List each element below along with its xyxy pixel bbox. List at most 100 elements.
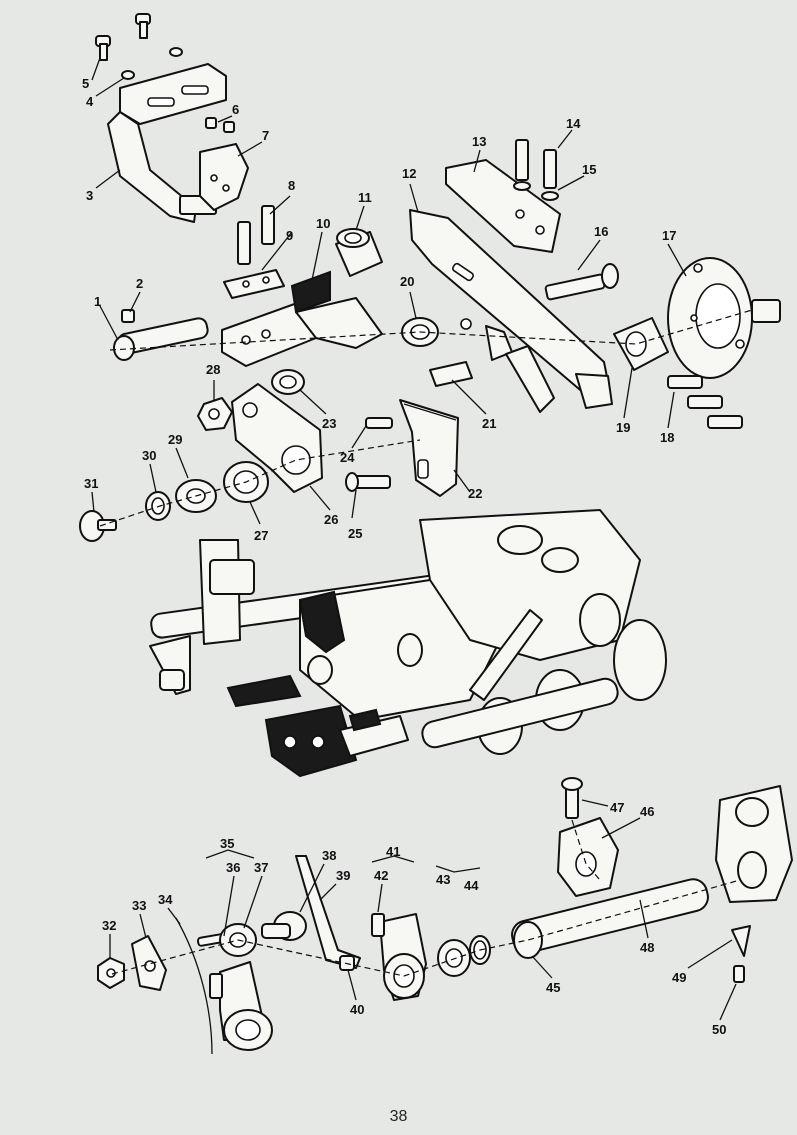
callout-39: 39 (336, 868, 350, 883)
callout-1: 1 (94, 294, 101, 309)
callout-40: 40 (350, 1002, 364, 1017)
part-6-screws (205, 117, 235, 133)
part-15-washers (513, 181, 559, 201)
callout-25: 25 (348, 526, 362, 541)
callout-38: 38 (322, 848, 336, 863)
callout-49: 49 (672, 970, 686, 985)
page-number: 38 (389, 1108, 408, 1125)
part-21-rack (429, 361, 473, 387)
assembly-line-upper-2 (99, 439, 421, 527)
callout-10: 10 (316, 216, 330, 231)
leader-lines (91, 57, 737, 1021)
part-41-clamp (379, 913, 427, 1001)
part-34-spring-strip (175, 917, 213, 1055)
callout-48: 48 (640, 940, 654, 955)
part-5-screws (95, 13, 151, 61)
part-3-bracket (107, 63, 227, 223)
callout-23: 23 (322, 416, 336, 431)
part-28-nut (197, 397, 233, 431)
callout-7: 7 (262, 128, 269, 143)
part-9-plate (223, 269, 285, 299)
callout-42: 42 (374, 868, 388, 883)
callout-46: 46 (640, 804, 654, 819)
part-32-nut (97, 957, 125, 989)
right-housing (715, 785, 793, 903)
part-24-screw (365, 417, 393, 429)
callout-21: 21 (482, 416, 496, 431)
assembly-line-upper-1 (109, 309, 753, 351)
callout-15: 15 (582, 162, 596, 177)
callout-33: 33 (132, 898, 146, 913)
callout-12: 12 (402, 166, 416, 181)
callout-2: 2 (136, 276, 143, 291)
callout-28: 28 (206, 362, 220, 377)
part-31-screw (79, 510, 117, 542)
part-33-plate (131, 935, 167, 991)
assembly-line-lower-2 (571, 819, 601, 881)
part-1-shaft (113, 317, 209, 361)
part-16-screw (544, 263, 619, 301)
part-45-48-shaft (511, 878, 709, 959)
part-30-ring (145, 491, 171, 521)
callout-31: 31 (84, 476, 98, 491)
part-42-screw (371, 913, 385, 937)
callout-20: 20 (400, 274, 414, 289)
part-47-screw (561, 777, 583, 819)
callout-11: 11 (358, 190, 372, 205)
callout-36: 36 (226, 860, 240, 875)
callout-29: 29 (168, 432, 182, 447)
assembly-line-lower (111, 879, 741, 977)
part-19-collar-block (613, 317, 669, 371)
part-2-setscrew (121, 309, 135, 323)
callout-43: 43 (436, 872, 450, 887)
part-8-screws (237, 205, 275, 265)
assembled-mechanism (149, 509, 667, 778)
part-49-wedge (731, 925, 751, 957)
callout-30: 30 (142, 448, 156, 463)
callout-32: 32 (102, 918, 116, 933)
callout-19: 19 (616, 420, 630, 435)
callout-labels: 1 2 3 4 5 6 7 8 9 10 11 12 13 14 15 16 1… (82, 76, 726, 1037)
part-11-bushing (335, 228, 383, 277)
callout-13: 13 (472, 134, 486, 149)
callout-37: 37 (254, 860, 268, 875)
part-7-plate (199, 143, 249, 211)
callout-4: 4 (86, 94, 94, 109)
part-14-screws (515, 139, 557, 189)
callout-18: 18 (660, 430, 674, 445)
part-39-lever (295, 855, 361, 969)
part-25-screw (345, 472, 391, 492)
callout-3: 3 (86, 188, 93, 203)
callout-26: 26 (324, 512, 338, 527)
part-18-screws (667, 375, 743, 429)
part-22-feed-dog (399, 399, 459, 497)
callout-50: 50 (712, 1022, 726, 1037)
callout-47: 47 (610, 800, 624, 815)
callout-35: 35 (220, 836, 234, 851)
part-12-link-bar (409, 209, 613, 413)
part-4-washers (121, 47, 183, 80)
callout-24: 24 (340, 450, 355, 465)
callout-8: 8 (288, 178, 295, 193)
callout-5: 5 (82, 76, 89, 91)
part-38-eccentric (261, 911, 307, 941)
callout-6: 6 (232, 102, 239, 117)
part-46-block (557, 817, 619, 897)
part-26-link (231, 383, 323, 493)
part-50-screw (733, 965, 745, 983)
part-40-screw (339, 955, 355, 971)
part-43-collar (437, 939, 471, 977)
callout-27: 27 (254, 528, 268, 543)
callout-16: 16 (594, 224, 608, 239)
callout-34: 34 (158, 892, 173, 907)
callout-22: 22 (468, 486, 482, 501)
exploded-view-illustration: 1 2 3 4 5 6 7 8 9 10 11 12 13 14 15 16 1… (79, 13, 793, 1055)
part-23-bushing (271, 369, 305, 395)
part-17-flange (667, 257, 781, 379)
callout-9: 9 (286, 228, 293, 243)
callout-17: 17 (662, 228, 676, 243)
callout-41: 41 (386, 844, 400, 859)
callout-44: 44 (464, 878, 479, 893)
part-35-arm (209, 961, 273, 1051)
